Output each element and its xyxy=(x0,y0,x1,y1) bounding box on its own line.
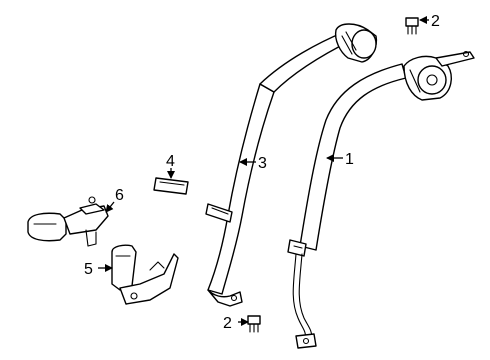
bolt-lower xyxy=(247,315,261,333)
callout-labels: 1 2 2 3 4 5 6 xyxy=(84,13,440,332)
bolt-upper xyxy=(405,17,419,35)
callout-4: 4 xyxy=(166,153,175,170)
buckle-assembly-center xyxy=(111,244,179,305)
callout-2-upper: 2 xyxy=(431,13,440,30)
outer-belt-assembly xyxy=(287,50,475,349)
callout-1: 1 xyxy=(345,151,354,168)
callout-2-lower: 2 xyxy=(223,315,232,332)
buckle-assembly-left xyxy=(27,196,109,247)
leader-6 xyxy=(105,201,115,213)
center-belt-assembly xyxy=(205,23,378,307)
belt-guide-bezel xyxy=(153,177,189,195)
leader-lines xyxy=(98,16,429,326)
callout-3: 3 xyxy=(258,155,267,172)
callout-5: 5 xyxy=(84,261,93,278)
callout-6: 6 xyxy=(115,187,124,204)
